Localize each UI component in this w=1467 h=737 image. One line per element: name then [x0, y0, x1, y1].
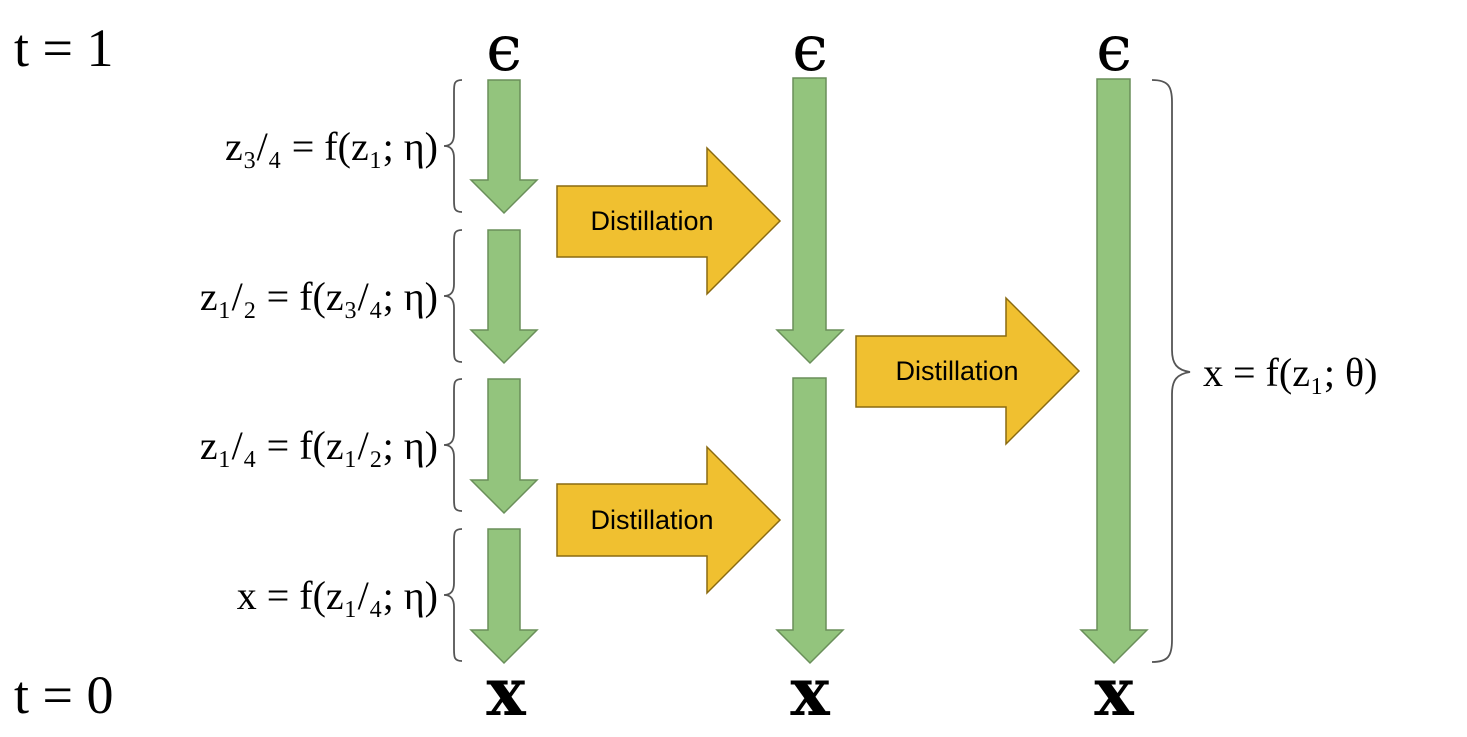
- left-brace-1: [443, 79, 463, 213]
- step-arrow-col1-3: [469, 378, 539, 515]
- distillation-label-1: Distillation: [590, 206, 713, 236]
- step-label-3: z₁/₄ = f(z₁/₂; η): [200, 423, 438, 468]
- left-brace-3: [443, 378, 463, 512]
- step-arrow-col1-2: [469, 229, 539, 365]
- x-symbol-col2: x: [790, 653, 830, 731]
- step-label-4: x = f(z₁/₄; η): [237, 573, 438, 618]
- time-label-top: t = 1: [14, 18, 113, 78]
- distillation-label-2: Distillation: [590, 505, 713, 535]
- left-brace-4: [443, 528, 463, 662]
- x-symbol-col3: x: [1094, 653, 1134, 731]
- epsilon-symbol-col1: ϵ: [486, 12, 522, 86]
- step-label-2: z₁/₂ = f(z₃/₄; η): [200, 274, 438, 319]
- x-symbol-col1: x: [486, 653, 526, 731]
- final-model-label: x = f(z₁; θ): [1203, 350, 1378, 395]
- step-arrow-col2-2: [775, 377, 845, 665]
- step-arrow-col1-4: [469, 528, 539, 665]
- epsilon-symbol-col2: ϵ: [792, 12, 828, 86]
- distillation-label-3: Distillation: [895, 356, 1018, 386]
- time-label-bottom: t = 0: [14, 665, 113, 725]
- step-arrow-col2-1: [775, 77, 845, 365]
- distillation-arrow-1: Distillation: [556, 146, 782, 296]
- step-label-1: z₃/₄ = f(z₁; η): [225, 124, 438, 169]
- epsilon-symbol-col3: ϵ: [1096, 12, 1132, 86]
- step-arrow-col3: [1079, 78, 1149, 665]
- step-arrow-col1-1: [469, 79, 539, 215]
- left-brace-2: [443, 229, 463, 363]
- right-brace: [1151, 79, 1191, 663]
- distillation-arrow-2: Distillation: [556, 445, 782, 595]
- distillation-arrow-3: Distillation: [855, 296, 1081, 446]
